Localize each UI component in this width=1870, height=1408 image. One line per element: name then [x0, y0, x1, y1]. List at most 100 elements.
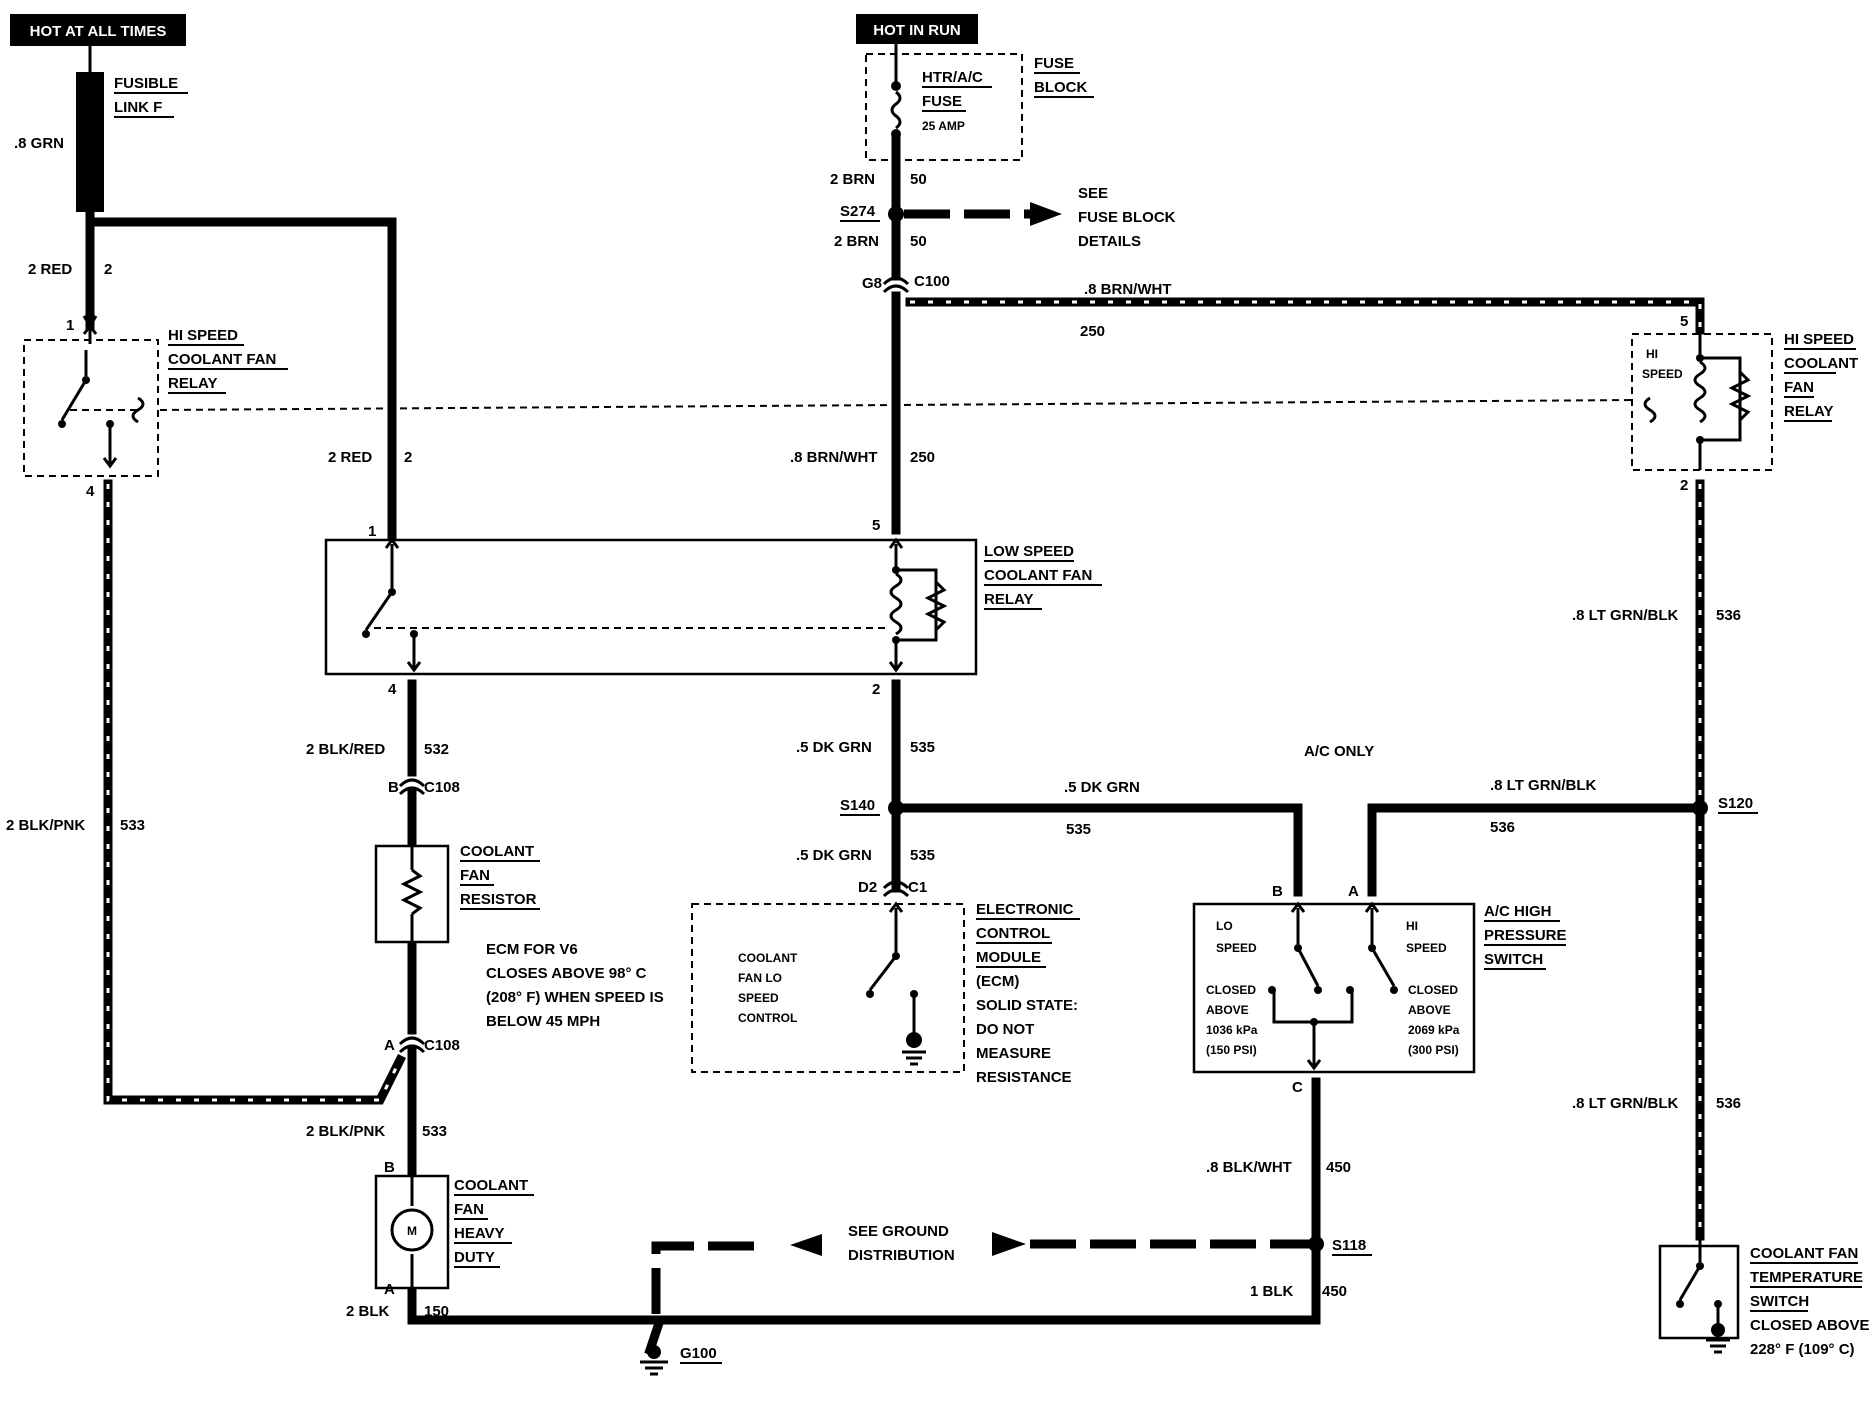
svg-text:.8 BLK/WHT: .8 BLK/WHT — [1206, 1159, 1292, 1176]
svg-text:DO NOT: DO NOT — [976, 1021, 1034, 1038]
ground-label: G100 — [680, 1345, 717, 1362]
ecm-box — [691, 903, 965, 1073]
svg-text:A: A — [384, 1037, 395, 1054]
ac-switch-contacts — [1268, 901, 1398, 1071]
svg-text:FUSE: FUSE — [922, 93, 962, 110]
fusible-link-label: FUSIBLE — [114, 75, 178, 92]
svg-text:C100: C100 — [914, 273, 950, 290]
svg-text:2 BLK/PNK: 2 BLK/PNK — [6, 817, 85, 834]
splice-s274 — [888, 206, 904, 222]
splice-s274-label: S274 — [840, 203, 876, 220]
svg-text:RELAY: RELAY — [1784, 403, 1833, 420]
svg-text:535: 535 — [910, 847, 935, 864]
svg-text:FAN: FAN — [460, 867, 490, 884]
svg-text:B: B — [384, 1159, 395, 1176]
svg-text:228° F (109° C): 228° F (109° C) — [1750, 1341, 1855, 1358]
svg-text:FAN LO: FAN LO — [738, 971, 782, 985]
wire-label-grn: .8 GRN — [14, 135, 64, 152]
svg-text:COOLANT: COOLANT — [738, 951, 798, 965]
svg-text:SPEED: SPEED — [1216, 941, 1257, 955]
svg-text:ABOVE: ABOVE — [1408, 1003, 1451, 1017]
svg-text:TEMPERATURE: TEMPERATURE — [1750, 1269, 1863, 1286]
svg-text:C108: C108 — [424, 1037, 460, 1054]
svg-text:450: 450 — [1322, 1283, 1347, 1300]
low-speed-relay-coil — [888, 537, 948, 673]
svg-text:CLOSED: CLOSED — [1408, 983, 1458, 997]
svg-text:HI SPEED: HI SPEED — [168, 327, 238, 344]
svg-text:50: 50 — [910, 233, 927, 250]
svg-text:CLOSED ABOVE: CLOSED ABOVE — [1750, 1317, 1869, 1334]
svg-text:PRESSURE: PRESSURE — [1484, 927, 1567, 944]
fusible-link-label-2: LINK F — [114, 99, 162, 116]
svg-text:SWITCH: SWITCH — [1484, 951, 1543, 968]
svg-text:ABOVE: ABOVE — [1206, 1003, 1249, 1017]
splice-s140 — [888, 800, 904, 816]
splice-s120 — [1692, 800, 1708, 816]
svg-text:533: 533 — [120, 817, 145, 834]
svg-text:ELECTRONIC: ELECTRONIC — [976, 901, 1074, 918]
svg-text:4: 4 — [388, 681, 397, 698]
svg-text:D2: D2 — [858, 879, 877, 896]
svg-text:CONTROL: CONTROL — [738, 1011, 797, 1025]
svg-text:HI SPEED: HI SPEED — [1784, 331, 1854, 348]
wire-blk-150 — [407, 1281, 667, 1356]
svg-text:HEAVY: HEAVY — [454, 1225, 505, 1242]
ac-only-label: A/C ONLY — [1304, 743, 1374, 760]
svg-text:S118: S118 — [1332, 1237, 1366, 1254]
svg-text:BELOW 45 MPH: BELOW 45 MPH — [486, 1013, 600, 1030]
motor-icon — [390, 1208, 434, 1252]
svg-text:S140: S140 — [840, 797, 875, 814]
svg-text:.8 BRN/WHT: .8 BRN/WHT — [1084, 281, 1172, 298]
svg-text:HTR/A/C: HTR/A/C — [922, 69, 983, 86]
svg-text:ECM FOR V6: ECM FOR V6 — [486, 941, 578, 958]
hi-speed-relay-right-coil — [1643, 330, 1752, 470]
svg-text:1: 1 — [368, 523, 376, 540]
svg-text:RELAY: RELAY — [168, 375, 217, 392]
ground-distribution-arrows — [651, 1232, 1310, 1314]
svg-text:.5 DK GRN: .5 DK GRN — [1064, 779, 1140, 796]
svg-text:450: 450 — [1326, 1159, 1351, 1176]
svg-text:5: 5 — [1680, 313, 1688, 330]
wire-ltgrnblk-536-ac — [1367, 803, 1705, 897]
svg-text:COOLANT: COOLANT — [460, 843, 534, 860]
svg-text:(150 PSI): (150 PSI) — [1206, 1043, 1257, 1057]
svg-text:DETAILS: DETAILS — [1078, 233, 1141, 250]
svg-text:G8: G8 — [862, 275, 882, 292]
fuse-block-label: FUSE — [1034, 55, 1074, 72]
hot-in-run-tag: HOT IN RUN — [856, 14, 978, 44]
wire-blkpnk-533-left — [103, 479, 407, 1105]
svg-text:A: A — [384, 1281, 395, 1298]
svg-text:.8 LT GRN/BLK: .8 LT GRN/BLK — [1490, 777, 1597, 794]
svg-text:SPEED: SPEED — [1406, 941, 1447, 955]
svg-text:250: 250 — [1080, 323, 1105, 340]
svg-text:2069 kPa: 2069 kPa — [1408, 1023, 1460, 1037]
hi-speed-relay-left-contacts — [58, 315, 145, 469]
svg-text:COOLANT: COOLANT — [1784, 355, 1858, 372]
hot-at-all-times-tag: HOT AT ALL TIMES — [10, 14, 186, 46]
svg-text:150: 150 — [424, 1303, 449, 1320]
svg-text:2 BLK/RED: 2 BLK/RED — [306, 741, 385, 758]
svg-text:C108: C108 — [424, 779, 460, 796]
svg-text:FUSE BLOCK: FUSE BLOCK — [1078, 209, 1176, 226]
svg-text:SEE GROUND: SEE GROUND — [848, 1223, 949, 1240]
svg-text:2: 2 — [1680, 477, 1688, 494]
svg-text:SEE: SEE — [1078, 185, 1108, 202]
fusible-link — [76, 46, 104, 212]
temp-switch-contacts — [1676, 1236, 1730, 1354]
relay-coil-link — [159, 399, 1637, 411]
svg-text:(300 PSI): (300 PSI) — [1408, 1043, 1459, 1057]
svg-text:536: 536 — [1490, 819, 1515, 836]
svg-text:DUTY: DUTY — [454, 1249, 495, 1266]
svg-text:C1: C1 — [908, 879, 927, 896]
svg-text:536: 536 — [1716, 1095, 1741, 1112]
svg-text:.5 DK GRN: .5 DK GRN — [796, 739, 872, 756]
svg-text:C: C — [1292, 1079, 1303, 1096]
svg-text:536: 536 — [1716, 607, 1741, 624]
svg-text:(208° F) WHEN SPEED IS: (208° F) WHEN SPEED IS — [486, 989, 664, 1006]
svg-text:535: 535 — [910, 739, 935, 756]
svg-text:533: 533 — [422, 1123, 447, 1140]
svg-text:.8 BRN/WHT: .8 BRN/WHT — [790, 449, 878, 466]
svg-text:RESISTOR: RESISTOR — [460, 891, 537, 908]
svg-text:.5 DK GRN: .5 DK GRN — [796, 847, 872, 864]
svg-text:A/C HIGH: A/C HIGH — [1484, 903, 1552, 920]
